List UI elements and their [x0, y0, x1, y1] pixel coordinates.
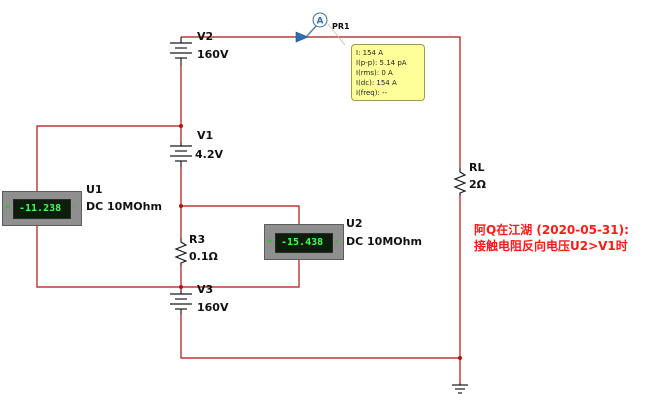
v3-value-label: 160V	[197, 301, 229, 314]
u2-name-label: U2	[346, 217, 363, 230]
v1-value-label: 4.2V	[195, 148, 223, 161]
ground-icon	[452, 383, 468, 394]
battery-v2-symbol[interactable]	[170, 37, 192, 66]
probe-line-freq: I(freq): --	[356, 89, 388, 97]
u2-mode-label: DC 10MOhm	[346, 235, 422, 248]
r3-value-label: 0.1Ω	[189, 250, 218, 263]
probe-readout-box: I: 154 A I(p-p): 5.14 pA I(rms): 0 A I(d…	[351, 44, 425, 101]
rl-value-label: 2Ω	[469, 178, 487, 191]
u1-positive-terminal: +	[5, 203, 11, 211]
v2-name-label: V2	[197, 30, 214, 43]
v2-value-label: 160V	[197, 48, 229, 61]
probe-line-peak-to-peak: I(p-p): 5.14 pA	[356, 59, 407, 67]
u1-name-label: U1	[86, 183, 103, 196]
wire-u1-neg	[36, 224, 181, 288]
annotation-line-1: 阿Q在江湖 (2020-05-31):	[474, 223, 629, 237]
v3-name-label: V3	[197, 283, 214, 296]
junction-dot	[179, 124, 183, 128]
probe-line-rms: I(rms): 0 A	[356, 69, 393, 77]
wire-bottom	[180, 315, 460, 359]
rl-name-label: RL	[469, 161, 485, 174]
u2-reading: -15.438	[281, 237, 324, 248]
wire-u2-pos	[181, 205, 300, 224]
r3-name-label: R3	[189, 233, 206, 246]
wire-u2-neg	[181, 258, 300, 288]
annotation-line-2: 接触电阻反向电压U2>V1时	[474, 239, 628, 253]
v1-name-label: V1	[197, 129, 214, 142]
probe-leader	[327, 23, 346, 46]
wire-top	[181, 36, 461, 168]
junction-dot	[458, 356, 462, 360]
voltmeter-u2[interactable]: -15.438 + -	[264, 224, 344, 260]
u2-display: -15.438	[275, 233, 333, 253]
junction-dot	[179, 204, 183, 208]
u2-positive-terminal: +	[267, 237, 273, 245]
u1-display: -11.238	[13, 199, 71, 219]
u1-mode-label: DC 10MOhm	[86, 200, 162, 213]
probe-line-dc: I(dc): 154 A	[356, 79, 397, 87]
probe-line-current: I: 154 A	[356, 49, 384, 57]
wire-u1-pos	[36, 125, 181, 191]
probe-name-label: PR1	[332, 22, 350, 31]
voltmeter-u1[interactable]: -11.238 + -	[2, 191, 82, 226]
u2-negative-terminal: -	[335, 237, 338, 245]
current-probe-icon[interactable]: A	[295, 12, 328, 43]
battery-v1-symbol[interactable]	[170, 142, 192, 167]
u1-reading: -11.238	[19, 203, 62, 214]
wires	[36, 36, 462, 383]
junction-dot	[179, 285, 183, 289]
u1-negative-terminal: -	[73, 203, 76, 211]
battery-v3-symbol[interactable]	[170, 290, 192, 315]
resistor-r3-symbol[interactable]	[174, 238, 188, 266]
resistor-rl-symbol[interactable]	[453, 168, 467, 196]
probe-symbol: A	[317, 17, 324, 27]
